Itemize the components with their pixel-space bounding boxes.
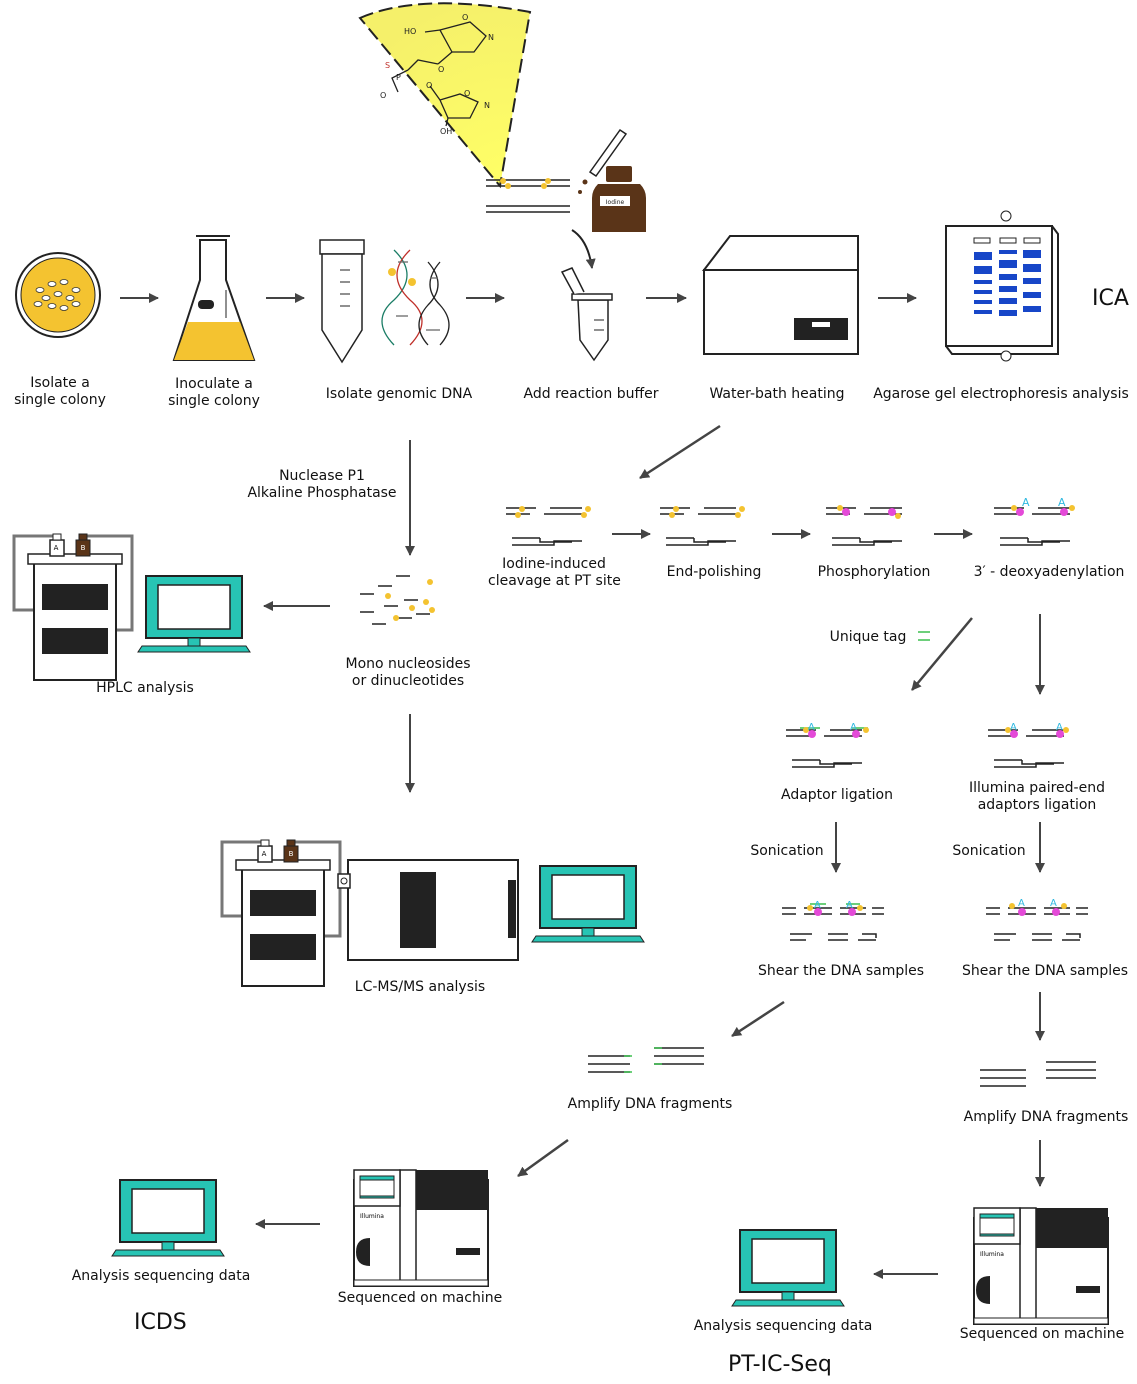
adenine-a-3: A bbox=[808, 722, 815, 733]
sequencer-right bbox=[973, 1207, 1109, 1325]
label-analysis-left: Analysis sequencing data bbox=[71, 1268, 251, 1284]
nucleoside-fragments bbox=[360, 575, 430, 625]
label-o-1: O bbox=[462, 13, 468, 22]
label-oh: OH bbox=[440, 127, 452, 136]
label-n-2: N bbox=[484, 101, 490, 110]
label-isolate-dna: Isolate genomic DNA bbox=[325, 386, 473, 402]
label-o-3: O bbox=[380, 91, 386, 100]
bottle-b-label-2: B bbox=[289, 850, 294, 858]
label-deoxyadenylation: 3′ - deoxyadenylation bbox=[973, 564, 1125, 580]
label-ho: HO bbox=[404, 27, 416, 36]
bottle-a-label-1: A bbox=[54, 544, 59, 552]
label-amplify-right: Amplify DNA fragments bbox=[963, 1109, 1129, 1125]
iodine-bottle-label: Iodine bbox=[606, 199, 625, 206]
adenine-a-10: A bbox=[1050, 898, 1057, 909]
dna-helix-icon bbox=[381, 249, 450, 346]
amplified-fragments-left bbox=[588, 1047, 704, 1073]
method-pt-ic-seq: PT-IC-Seq bbox=[728, 1352, 832, 1377]
label-add-buffer: Add reaction buffer bbox=[523, 386, 659, 402]
label-o-4: O bbox=[426, 81, 432, 90]
ms-detector bbox=[337, 859, 519, 961]
label-phosphorylation: Phosphorylation bbox=[817, 564, 931, 580]
analysis-computer-left bbox=[111, 1179, 225, 1257]
tube-icon bbox=[319, 239, 365, 364]
duplex-illumina-ligation bbox=[987, 729, 1065, 768]
label-o-2: O bbox=[438, 65, 444, 74]
duplex-adaptor-ligation bbox=[785, 729, 863, 768]
sheared-dna-left bbox=[782, 907, 884, 941]
adenine-a-6: A bbox=[1056, 722, 1063, 733]
label-lcms: LC-MS/MS analysis bbox=[354, 979, 486, 995]
gel-box-icon bbox=[945, 210, 1059, 362]
adenine-a-9: A bbox=[1018, 898, 1025, 909]
iodine-bottle-icon: Iodine bbox=[592, 166, 646, 232]
label-shear-right: Shear the DNA samples bbox=[961, 963, 1129, 979]
adenine-a-5: A bbox=[1010, 722, 1017, 733]
label-agarose: Agarose gel electrophoresis analysis bbox=[873, 386, 1129, 402]
pipette-icon bbox=[578, 128, 628, 194]
amplified-fragments-right bbox=[980, 1061, 1096, 1087]
adenine-a-8: A bbox=[846, 900, 853, 911]
illumina-label-left: Illumina bbox=[360, 1213, 384, 1220]
label-end-polishing: End-polishing bbox=[666, 564, 762, 580]
microtube-icon bbox=[560, 267, 613, 362]
bottle-a-label-2: A bbox=[262, 850, 267, 858]
pt-structure-spotlight bbox=[358, 2, 532, 189]
label-hplc: HPLC analysis bbox=[96, 680, 194, 696]
method-ica: ICA bbox=[1092, 286, 1129, 311]
hplc-computer bbox=[137, 575, 251, 653]
adenine-a-4: A bbox=[850, 722, 857, 733]
label-s-red: S bbox=[385, 61, 390, 70]
lcms-computer bbox=[531, 865, 645, 943]
lcms-hplc-instrument bbox=[220, 838, 342, 988]
label-analysis-right: Analysis sequencing data bbox=[693, 1318, 873, 1334]
label-amplify-left: Amplify DNA fragments bbox=[567, 1096, 733, 1112]
label-water-bath: Water-bath heating bbox=[709, 386, 845, 402]
analysis-computer-right bbox=[731, 1229, 845, 1307]
flask-icon bbox=[172, 235, 256, 361]
pt-chemical-structure bbox=[391, 21, 487, 127]
label-sequenced-left: Sequenced on machine bbox=[337, 1290, 503, 1306]
illumina-label-right: Illumina bbox=[980, 1251, 1004, 1258]
label-sonication-left: Sonication bbox=[750, 843, 824, 859]
water-bath-icon bbox=[701, 235, 859, 355]
label-o-5: O bbox=[464, 89, 470, 98]
bottle-b-label-1: B bbox=[81, 544, 86, 552]
label-adaptor-ligation: Adaptor ligation bbox=[780, 787, 893, 803]
method-icds: ICDS bbox=[134, 1310, 187, 1335]
label-sonication-right: Sonication bbox=[952, 843, 1026, 859]
sheared-dna-right bbox=[986, 907, 1088, 941]
adenine-a-1: A bbox=[1022, 496, 1030, 509]
duplex-deoxyadenylation bbox=[993, 507, 1071, 546]
top-dna-duplex bbox=[486, 179, 570, 213]
label-shear-left: Shear the DNA samples bbox=[757, 963, 925, 979]
hplc-instrument bbox=[12, 532, 134, 682]
label-sequenced-right: Sequenced on machine bbox=[959, 1326, 1125, 1342]
sequencer-left bbox=[353, 1169, 489, 1287]
label-n-1: N bbox=[488, 33, 494, 42]
label-unique-tag: Unique tag bbox=[829, 629, 907, 645]
petri-dish-icon bbox=[15, 252, 101, 338]
adenine-a-2: A bbox=[1058, 496, 1066, 509]
adenine-a-7: A bbox=[814, 900, 821, 911]
label-p: P bbox=[396, 73, 401, 82]
